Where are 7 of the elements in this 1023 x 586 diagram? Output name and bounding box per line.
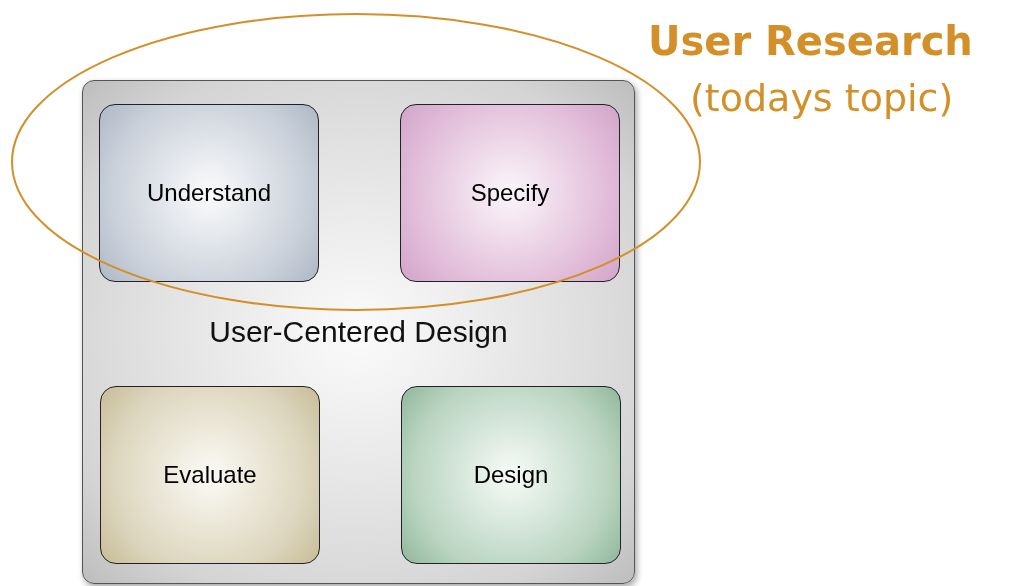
stage-card: Design: [401, 386, 621, 564]
stage-card: Evaluate: [100, 386, 320, 564]
group-title: User-Centered Design: [209, 315, 508, 349]
highlight-heading: User Research: [648, 18, 973, 64]
stage-card: Specify: [400, 104, 620, 282]
stage-card: Understand: [99, 104, 319, 282]
highlight-subheading: (todays topic): [690, 76, 954, 120]
